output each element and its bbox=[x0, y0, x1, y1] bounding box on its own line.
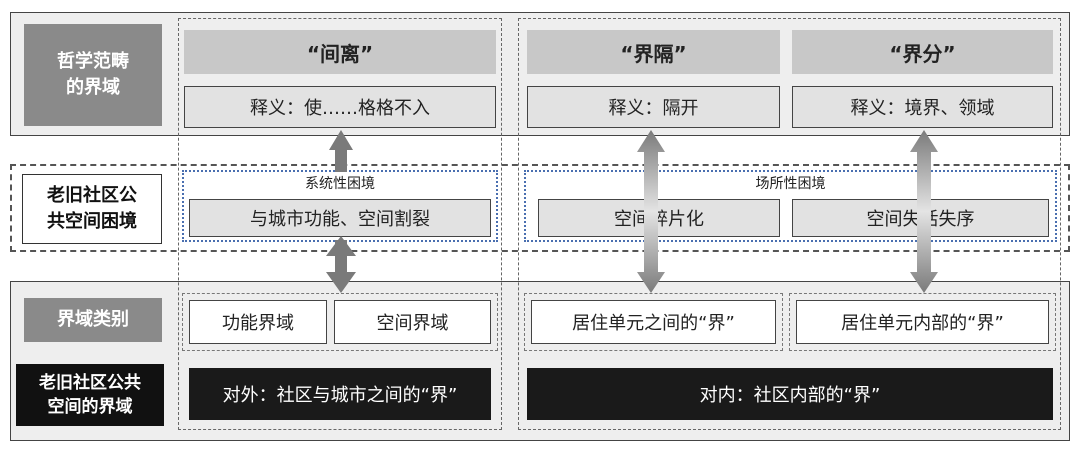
external-category-group bbox=[182, 293, 498, 351]
arrow-jiefen-to-categories bbox=[910, 130, 938, 293]
arrow-jianli-to-dilemma bbox=[329, 130, 353, 172]
inside-units-group bbox=[789, 293, 1056, 351]
term-jiefen: “界分” bbox=[792, 30, 1053, 74]
dilemma-item-fragmentation: 空间碎片化 bbox=[538, 199, 780, 237]
arrow-dilemma-to-categories-left bbox=[326, 236, 356, 293]
dilemma-item-disconnection: 与城市功能、空间割裂 bbox=[189, 199, 491, 237]
arrow-jiege-to-categories bbox=[637, 130, 665, 293]
category-space: 空间界域 bbox=[334, 300, 491, 344]
category-inside-units: 居住单元内部的“界” bbox=[796, 300, 1049, 344]
meaning-jiefen: 释义：境界、领域 bbox=[792, 86, 1053, 128]
between-units-group bbox=[524, 293, 783, 351]
category-label: 界域类别 bbox=[24, 298, 162, 342]
category-function: 功能界域 bbox=[189, 300, 327, 344]
category-between-units: 居住单元之间的“界” bbox=[531, 300, 776, 344]
boundary-external: 对外：社区与城市之间的“界” bbox=[189, 368, 491, 420]
place-dilemma-title: 场所性困境 bbox=[755, 176, 826, 192]
external-column-outline bbox=[178, 18, 502, 430]
boundary-internal: 对内：社区内部的“界” bbox=[527, 368, 1053, 420]
dilemma-label: 老旧社区公 共空间困境 bbox=[22, 174, 162, 244]
term-jianli: “间离” bbox=[184, 30, 496, 74]
term-jiege: “界隔” bbox=[527, 30, 780, 74]
meaning-jiege: 释义：隔开 bbox=[527, 86, 780, 128]
place-dilemma-group bbox=[524, 170, 1057, 242]
boundary-label: 老旧社区公共 空间的界域 bbox=[16, 364, 164, 426]
systemic-dilemma-title: 系统性困境 bbox=[305, 176, 375, 192]
meaning-jianli: 释义：使……格格不入 bbox=[184, 86, 496, 128]
philosophy-label: 哲学范畴 的界域 bbox=[24, 24, 162, 126]
internal-column-outline bbox=[518, 18, 1061, 430]
